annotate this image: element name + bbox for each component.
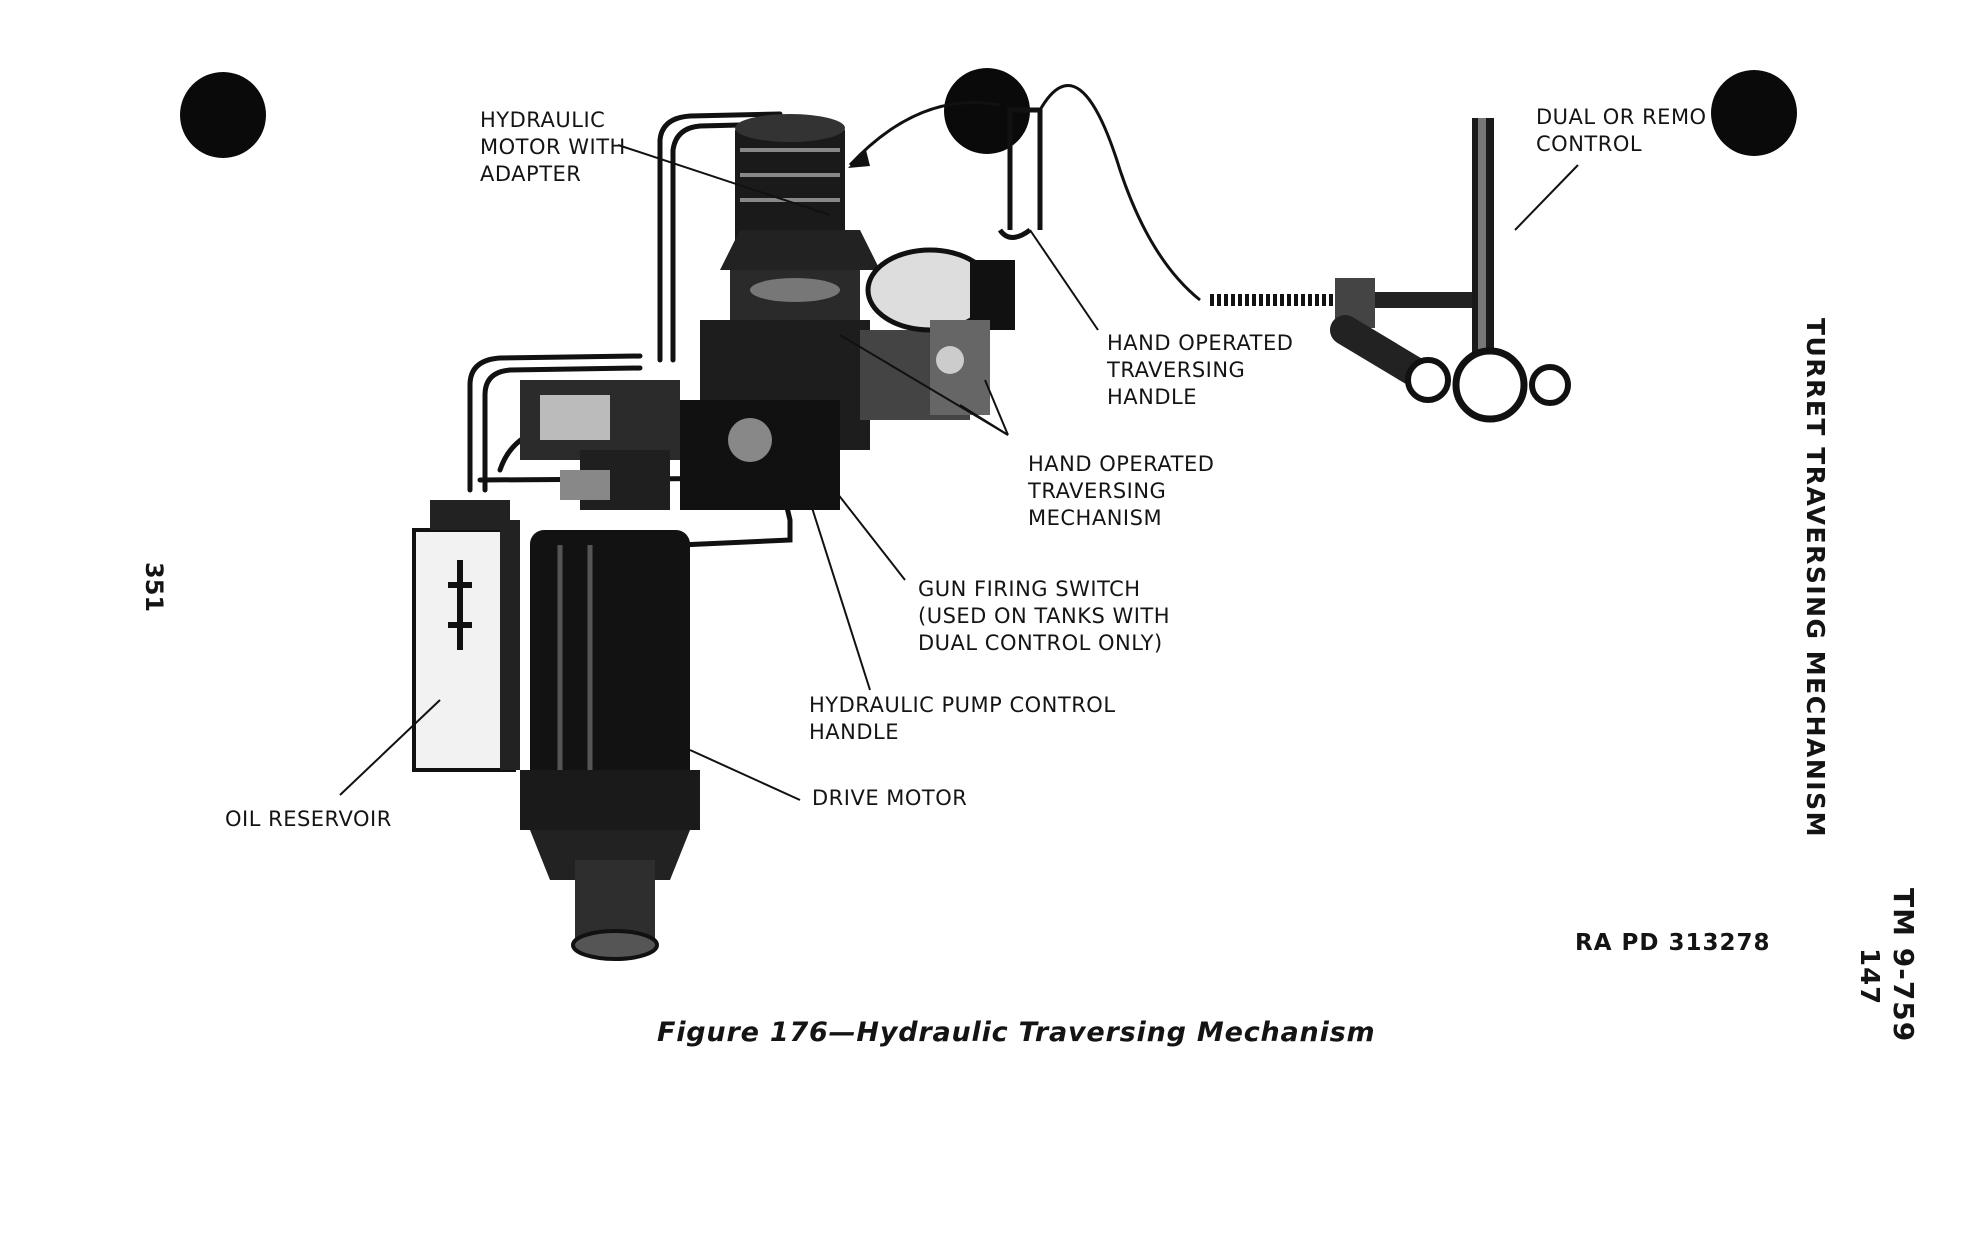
left-page-number: 351 — [140, 562, 168, 613]
ra-pd-number: RA PD 313278 — [1575, 930, 1771, 956]
manual-id: TM 9-759 — [1887, 888, 1920, 1043]
label-drive-motor: DRIVE MOTOR — [812, 786, 968, 810]
figure-caption: Figure 176—Hydraulic Traversing Mechanis… — [657, 1017, 1376, 1048]
label-gun-firing-switch: GUN FIRING SWITCH (USED ON TANKS WITH DU… — [918, 577, 1171, 655]
remote-control-linkage — [1210, 118, 1571, 423]
section-title: TURRET TRAVERSING MECHANISM — [1801, 318, 1830, 838]
binder-hole-right — [1711, 70, 1797, 156]
oil-reservoir — [412, 500, 520, 772]
label-hand-traversing-handle: HAND OPERATED TRAVERSING HANDLE — [1107, 331, 1294, 409]
hand-traversing-handle — [997, 107, 1043, 240]
label-hand-traversing-mechanism: HAND OPERATED TRAVERSING MECHANISM — [1028, 452, 1215, 530]
label-hydraulic-pump-control-handle: HYDRAULIC PUMP CONTROL HANDLE — [809, 693, 1116, 744]
traversing-gearbox — [680, 247, 1015, 510]
page-number: 147 — [1854, 948, 1884, 1006]
binder-hole-left — [180, 72, 266, 158]
label-oil-reservoir: OIL RESERVOIR — [225, 807, 392, 831]
hydraulic-motor — [720, 114, 880, 330]
label-dual-or-remote-control: DUAL OR REMO CONTROL — [1536, 105, 1707, 156]
pump-control-block — [520, 380, 680, 510]
drive-motor — [520, 530, 700, 961]
label-hydraulic-motor: HYDRAULIC MOTOR WITH ADAPTER — [480, 108, 626, 186]
